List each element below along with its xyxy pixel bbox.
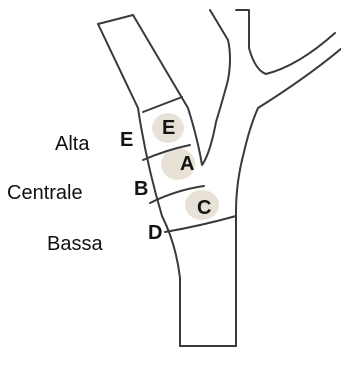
branch-left-top-edge	[98, 15, 133, 24]
label-centrale: Centrale	[7, 183, 83, 203]
edge-letter-e: E	[120, 129, 133, 151]
label-bassa: Bassa	[47, 234, 103, 254]
branch-left-inner-wall	[133, 10, 230, 165]
section-line-alta	[143, 97, 182, 112]
label-alta: Alta	[55, 134, 89, 154]
segment-letter-e: E	[162, 117, 175, 139]
segment-letter-a: A	[180, 153, 194, 175]
edge-letter-b: B	[134, 178, 148, 200]
branch-right-upper-wall	[236, 48, 341, 346]
edge-letter-d: D	[148, 222, 162, 244]
segment-letter-c: C	[197, 197, 211, 219]
